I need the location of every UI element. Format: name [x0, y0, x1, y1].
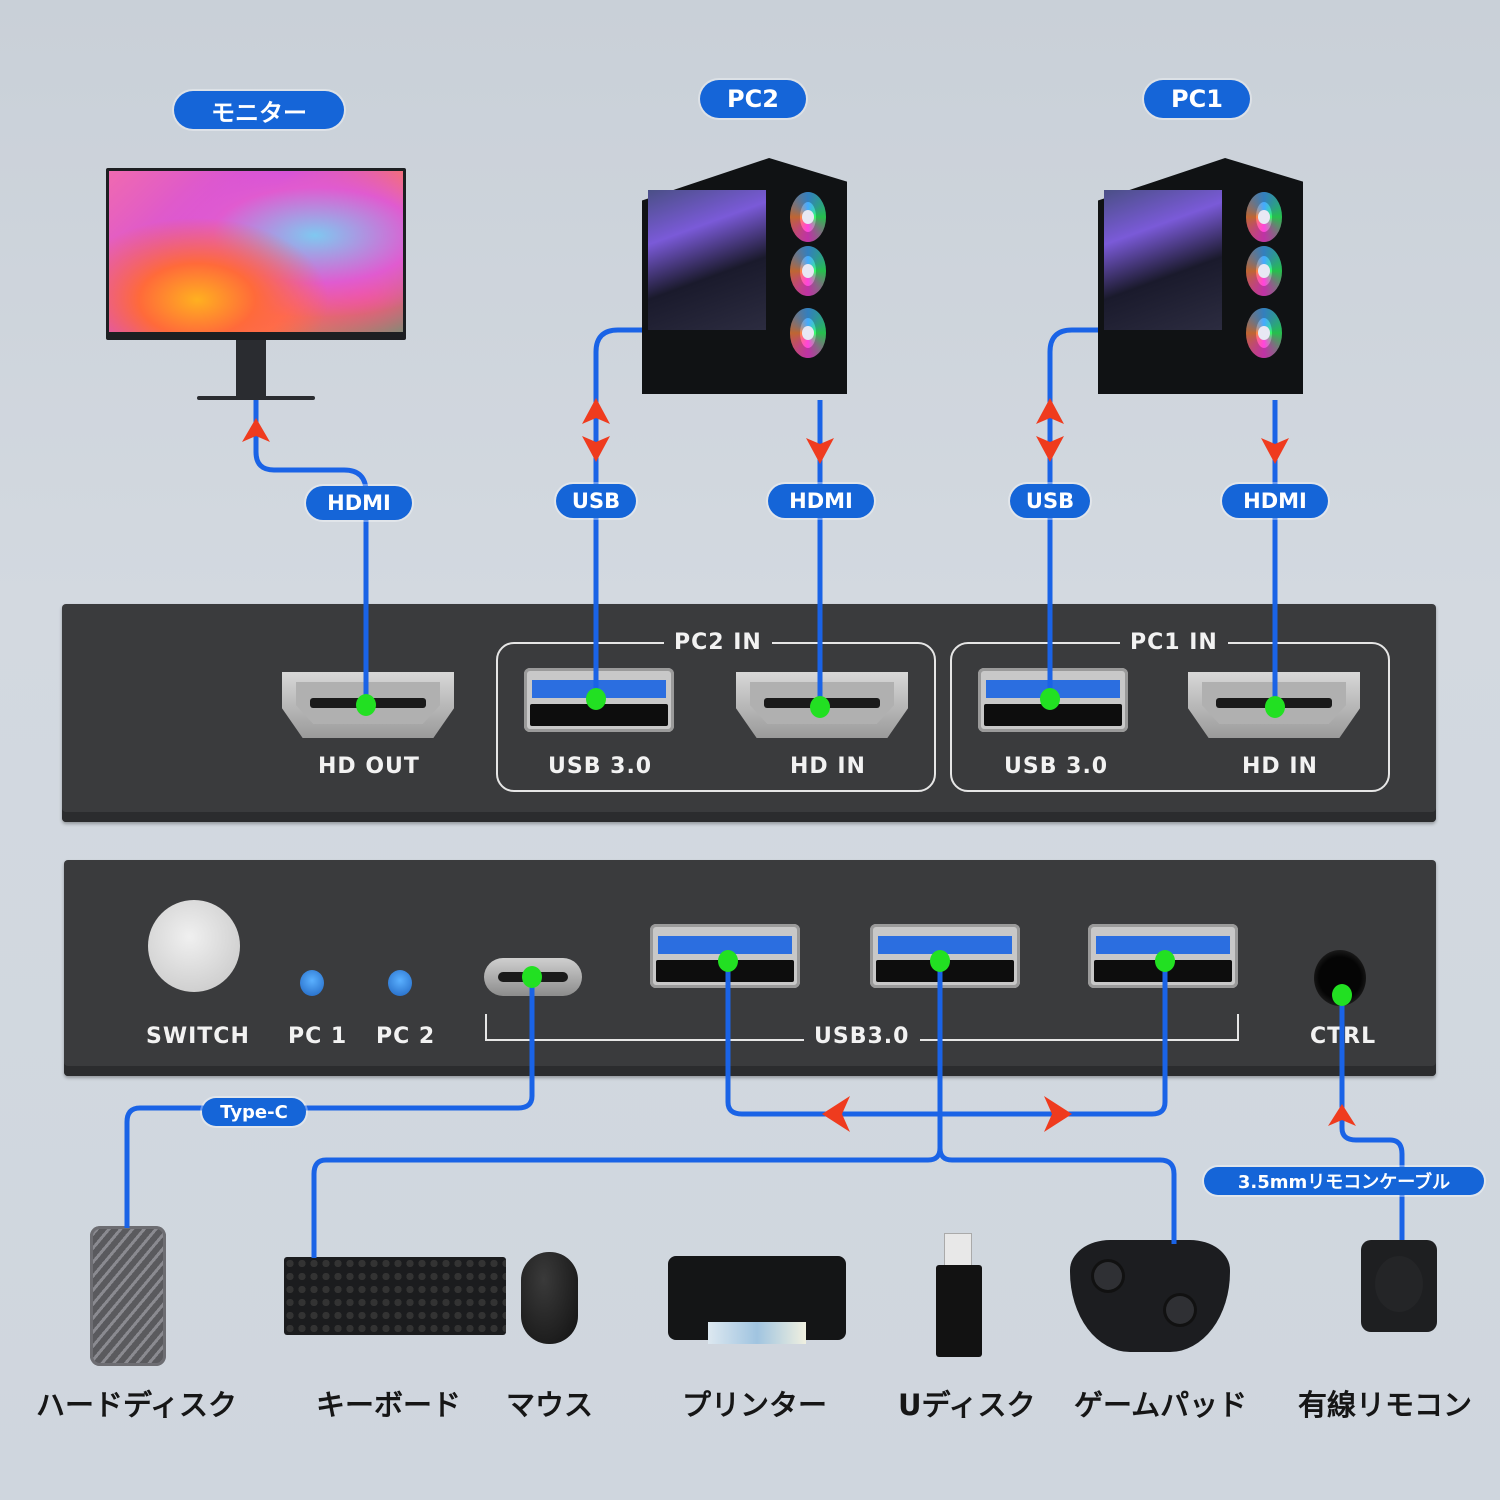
pc1-usb-label: USB 3.0: [1004, 754, 1109, 779]
port-dot-usb-3: [1155, 950, 1175, 972]
cable-label-pc2-usb: USB: [556, 484, 636, 518]
arrow-left-usb: [822, 1096, 850, 1132]
device-label-hdd: ハードディスク: [36, 1388, 237, 1422]
port-dot-type-c: [522, 966, 542, 988]
pc1-in-title: PC1 IN: [1120, 630, 1228, 655]
device-label-gamepad: ゲームパッド: [1074, 1388, 1248, 1422]
external-hdd-icon: [90, 1226, 166, 1366]
usb-flash-drive-icon: [934, 1233, 986, 1358]
monitor-base: [197, 396, 315, 400]
pc1-led-indicator: [300, 970, 324, 996]
port-dot-usb-2: [930, 950, 950, 972]
port-dot-pc1-usb: [1040, 688, 1060, 710]
cable-label-monitor-hdmi: HDMI: [306, 486, 412, 520]
cable-label-pc2-hdmi: HDMI: [768, 484, 874, 518]
device-label-mouse: マウス: [506, 1388, 594, 1422]
cable-label-type-c: Type-C: [202, 1098, 306, 1126]
wired-remote-icon: [1361, 1240, 1437, 1332]
printer-icon: [668, 1248, 846, 1344]
pc1-hd-in-label: HD IN: [1242, 754, 1318, 779]
device-label-udisk: Uディスク: [898, 1388, 1036, 1422]
arrow-up-pc1-usb: [1036, 398, 1064, 424]
pc2-usb-label: USB 3.0: [548, 754, 653, 779]
gamepad-icon: [1070, 1240, 1230, 1352]
arrow-up-pc2-usb: [582, 398, 610, 424]
pc1-tower-icon: [1098, 150, 1303, 400]
device-label-printer: プリンター: [682, 1388, 828, 1422]
pc1-label: PC1: [1144, 80, 1250, 118]
arrow-up-monitor: [242, 418, 270, 442]
pc2-hd-in-label: HD IN: [790, 754, 866, 779]
mouse-icon: [521, 1252, 578, 1344]
keyboard-icon: [284, 1257, 506, 1335]
port-dot-hd-out: [356, 694, 376, 716]
cable-label-pc1-hdmi: HDMI: [1222, 484, 1328, 518]
hd-out-label: HD OUT: [318, 754, 420, 779]
port-dot-pc1-hdmi: [1265, 696, 1285, 718]
switch-button[interactable]: [148, 900, 240, 992]
usb-group-label: USB3.0: [806, 1024, 918, 1049]
port-dot-usb-1: [718, 950, 738, 972]
port-dot-ctrl: [1332, 984, 1352, 1006]
pc2-tower-icon: [642, 150, 847, 400]
cable-label-remote: 3.5mmリモコンケーブル: [1204, 1167, 1484, 1195]
arrow-down-pc2-hdmi: [806, 438, 834, 464]
arrow-down-pc1-hdmi: [1261, 438, 1289, 464]
monitor-label: モニター: [174, 91, 344, 129]
pc2-label: PC2: [700, 80, 806, 118]
arrow-right-usb: [1044, 1096, 1072, 1132]
device-label-keyboard: キーボード: [316, 1388, 462, 1422]
wire-usb-a2-gamepad: [937, 1147, 1177, 1244]
monitor-stand: [236, 340, 266, 398]
arrow-up-ctrl: [1328, 1104, 1356, 1126]
port-dot-pc2-usb: [586, 688, 606, 710]
ctrl-label: CTRL: [1310, 1024, 1377, 1049]
device-label-remote: 有線リモコン: [1298, 1388, 1473, 1422]
port-dot-pc2-hdmi: [810, 696, 830, 718]
arrow-down-pc2-usb: [582, 436, 610, 462]
cable-label-pc1-usb: USB: [1010, 484, 1090, 518]
arrow-down-pc1-usb: [1036, 436, 1064, 462]
pc2-led-label: PC 2: [376, 1024, 436, 1049]
pc2-in-title: PC2 IN: [664, 630, 772, 655]
pc2-led-indicator: [388, 970, 412, 996]
monitor-icon: [106, 168, 406, 340]
pc1-led-label: PC 1: [288, 1024, 348, 1049]
switch-label: SWITCH: [146, 1024, 250, 1049]
